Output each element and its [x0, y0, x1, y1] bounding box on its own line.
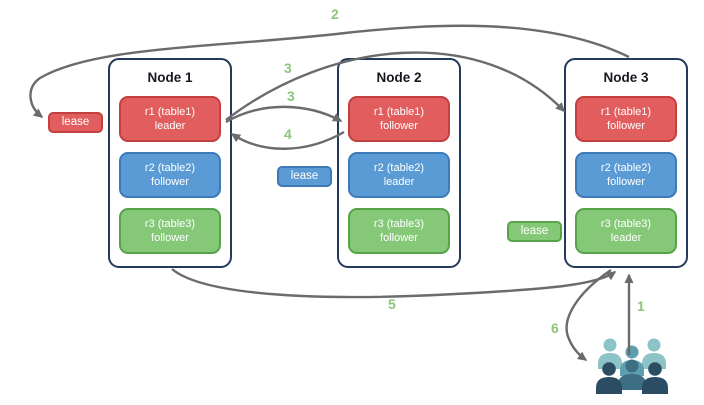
node-2-replica-r1: r1 (table1) follower — [348, 96, 450, 142]
node-1-replica-r3: r3 (table3) follower — [119, 208, 221, 254]
replica-name: r1 (table1) — [600, 105, 652, 118]
arrow-step-5-node1-to-node3 — [171, 268, 617, 299]
replica-role: follower — [151, 232, 189, 244]
step-label-2: 2 — [331, 6, 339, 22]
node-1-title: Node 1 — [147, 70, 193, 85]
node-3: Node 3 r1 (table1) follower r2 (table2) … — [564, 58, 688, 268]
replica-role: follower — [151, 176, 189, 188]
node-3-replica-r2: r2 (table2) follower — [575, 152, 677, 198]
node-3-title: Node 3 — [603, 70, 649, 85]
node-2-replica-r3: r3 (table3) follower — [348, 208, 450, 254]
replica-role: follower — [380, 232, 418, 244]
step-label-6: 6 — [551, 320, 559, 336]
replica-name: r2 (table2) — [373, 161, 425, 174]
replica-name: r2 (table2) — [144, 161, 196, 174]
replica-name: r1 (table1) — [373, 105, 425, 118]
arrow-step-3-node1-to-node2 — [225, 105, 343, 124]
node-1-replica-r1: r1 (table1) leader — [119, 96, 221, 142]
replica-name: r3 (table3) — [600, 217, 652, 230]
step-label-3a: 3 — [284, 60, 292, 76]
replica-name: r2 (table2) — [600, 161, 652, 174]
replica-role: leader — [610, 232, 642, 244]
node-2: Node 2 r1 (table1) follower r2 (table2) … — [337, 58, 461, 268]
replica-role: follower — [607, 176, 645, 188]
node-1: Node 1 r1 (table1) leader r2 (table2) fo… — [108, 58, 232, 268]
step-label-4: 4 — [284, 126, 292, 142]
replica-name: r3 (table3) — [144, 217, 196, 230]
node-2-title: Node 2 — [376, 70, 422, 85]
node-3-replica-r3: r3 (table3) leader — [575, 208, 677, 254]
users-group-icon — [596, 338, 668, 394]
step-label-5: 5 — [388, 296, 396, 312]
step-label-1: 1 — [637, 298, 645, 314]
node-1-replica-r2: r2 (table2) follower — [119, 152, 221, 198]
replica-role: follower — [607, 120, 645, 132]
lease-badge-table2: lease — [277, 166, 332, 187]
step-label-3b: 3 — [287, 88, 295, 104]
replica-name: r1 (table1) — [144, 105, 196, 118]
node-3-replica-r1: r1 (table1) follower — [575, 96, 677, 142]
replica-role: leader — [383, 176, 415, 188]
replica-role: leader — [154, 120, 186, 132]
replica-name: r3 (table3) — [373, 217, 425, 230]
node-2-replica-r2: r2 (table2) leader — [348, 152, 450, 198]
lease-badge-table1: lease — [48, 112, 103, 133]
replica-role: follower — [380, 120, 418, 132]
lease-badge-table3: lease — [507, 221, 562, 242]
